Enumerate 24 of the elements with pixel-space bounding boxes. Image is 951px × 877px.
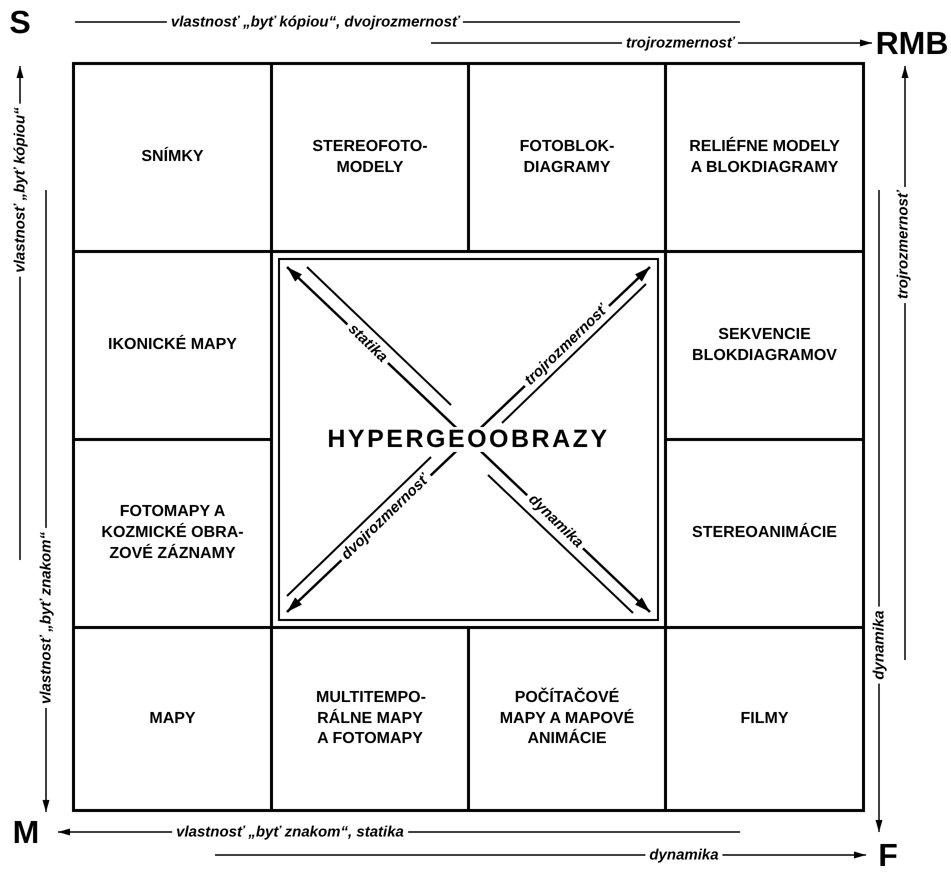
axis-label: dynamika — [645, 848, 723, 862]
category-label: SNÍMKY — [140, 147, 205, 168]
category-label: MULTITEMPO- RÁLNE MAPY A FOTOMAPY — [315, 688, 427, 750]
grid-cell — [72, 626, 273, 812]
axis-label: dynamika — [872, 606, 886, 684]
category-label: FOTOMAPY A KOZMICKÉ OBRA- ZOVÉ ZÁZNAMY — [100, 502, 245, 564]
category-label: STEREOANIMÁCIE — [691, 523, 838, 544]
category-label: MAPY — [148, 708, 197, 729]
category-label: FOTOBLOK- DIAGRAMY — [518, 136, 616, 178]
category-label: STEREOFOTO- MODELY — [311, 136, 429, 178]
category-label: RELIÉFNE MODELY A BLOKDIAGRAMY — [688, 136, 841, 178]
axis-label: vlastnosť „byť znakom“, statika — [172, 824, 408, 840]
category-label: IKONICKÉ MAPY — [107, 335, 238, 356]
category-label: FILMY — [740, 708, 790, 729]
category-label: SEKVENCIE BLOKDIAGRAMOV — [691, 324, 838, 366]
grid-cell — [664, 62, 865, 253]
grid-cell — [72, 62, 273, 253]
axis-label: trojrozmernosť — [622, 36, 738, 50]
category-label: POČÍTAČOVÉ MAPY A MAPOVÉ ANIMÁCIE — [498, 688, 636, 750]
axis-label: trojrozmernosť — [896, 186, 910, 304]
grid-cell — [664, 626, 865, 812]
axis-label: vlastnosť „byť kópiou“, dvojrozmernosť — [166, 14, 464, 30]
axis-label: vlastnosť „byť kópiou“ — [12, 103, 28, 277]
axis-label: vlastnosť „byť znakom“ — [38, 528, 54, 708]
